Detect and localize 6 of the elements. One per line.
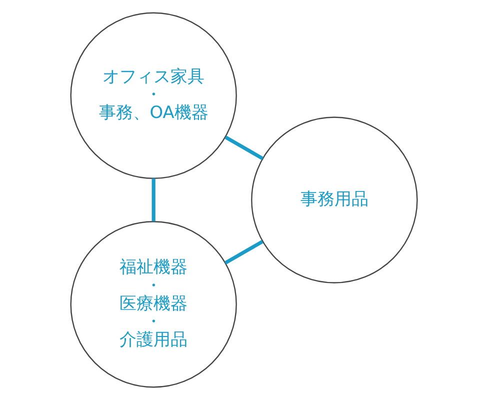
node-circle: 事務用品: [250, 116, 418, 284]
connector: [151, 178, 155, 222]
connector: [224, 240, 263, 265]
node-circle: オフィス家具 ・ 事務、OA機器: [70, 12, 236, 179]
connector: [224, 136, 264, 160]
node-circle: 福祉機器 ・ 医療機器 ・ 介護用品: [70, 221, 236, 388]
